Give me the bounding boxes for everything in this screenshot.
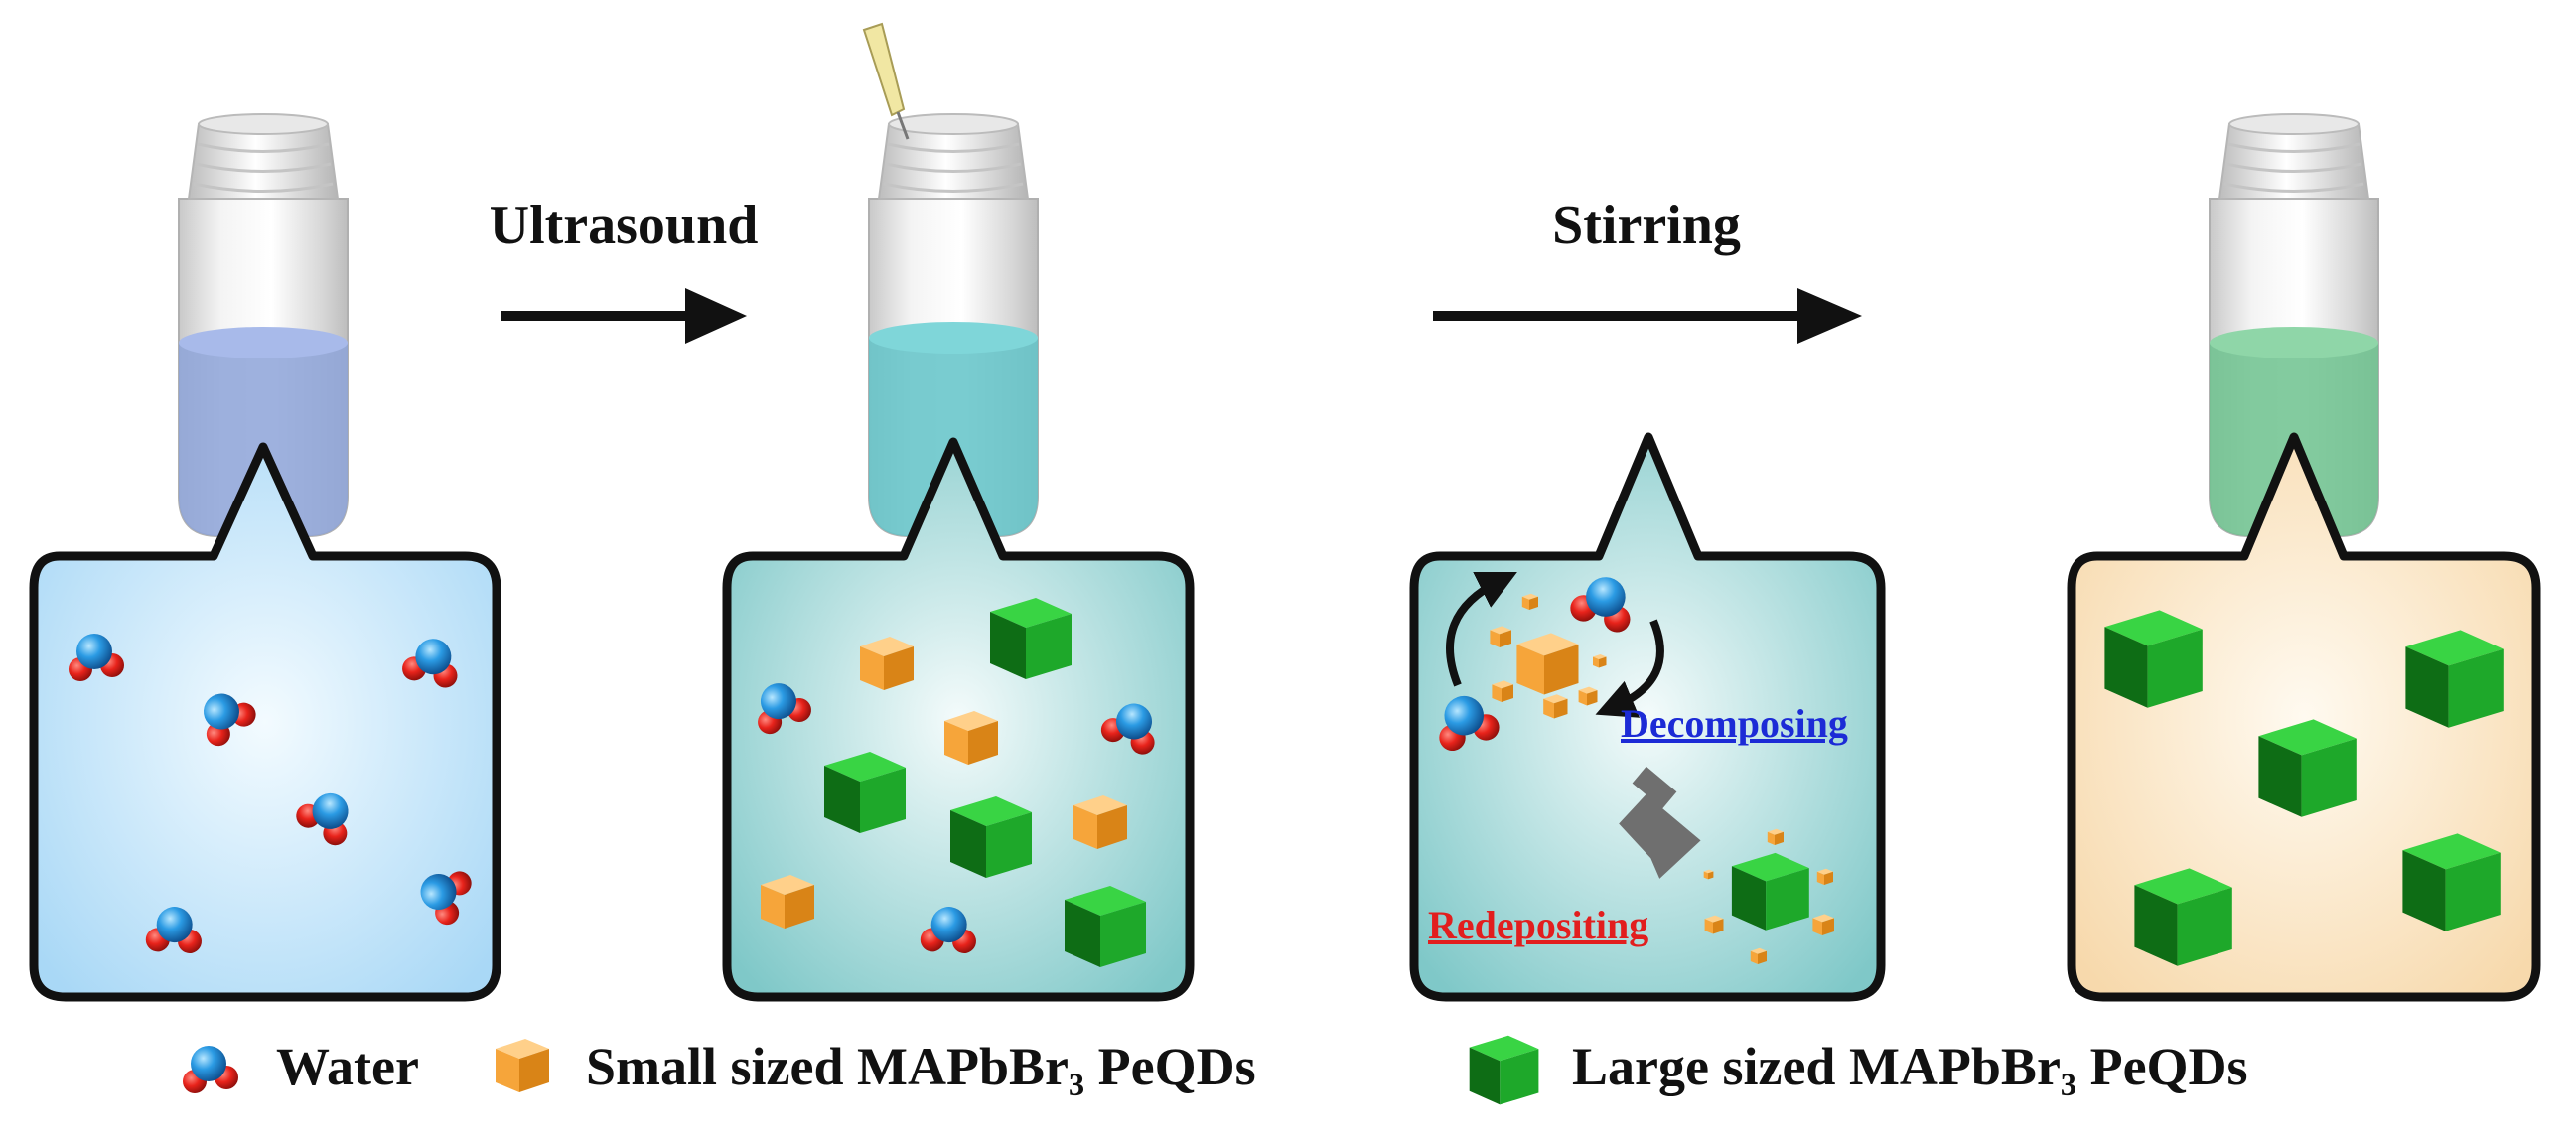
ultrasound-label: Ultrasound xyxy=(490,195,759,256)
vial-stirring xyxy=(2209,113,2379,537)
decomposing-label: Decomposing xyxy=(1621,701,1848,746)
legend-small-cube-icon xyxy=(496,1039,549,1092)
stirring-label: Stirring xyxy=(1552,195,1741,256)
panel-water xyxy=(29,442,501,1002)
legend-small-label: Small sized MAPbBr₃ PeQDs xyxy=(586,1037,1256,1096)
stirring-arrow xyxy=(1433,288,1862,344)
legend-water-icon xyxy=(183,1046,238,1093)
vial-ultrasound xyxy=(862,22,1039,537)
redeposit-arrow xyxy=(1619,766,1701,879)
pipette xyxy=(862,22,910,140)
ultrasound-arrow xyxy=(501,288,747,344)
legend-large-label: Large sized MAPbBr₃ PeQDs xyxy=(1572,1037,2248,1096)
legend: Water Small sized MAPbBr₃ PeQDs Large si… xyxy=(183,1035,2248,1105)
cycle-arrow-upper xyxy=(1446,572,1517,687)
cycle-arrow-lower xyxy=(1595,619,1664,718)
legend-water-label: Water xyxy=(276,1037,419,1096)
panel-ultrasound xyxy=(722,437,1195,1002)
redepositing-label: Redepositing xyxy=(1428,903,1648,947)
legend-large-cube-icon xyxy=(1469,1035,1539,1105)
panel-stirring: Decomposing Redepositing xyxy=(1409,432,1886,1002)
vial-water xyxy=(178,113,349,537)
panel-final xyxy=(2067,432,2541,1002)
